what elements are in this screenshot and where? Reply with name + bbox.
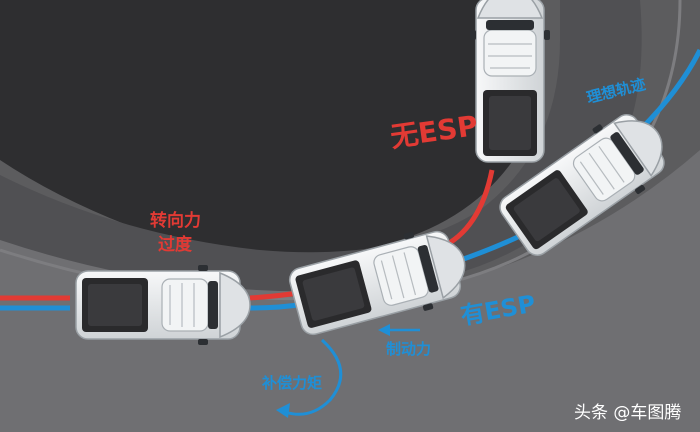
arrow-left-icon [378, 324, 420, 336]
understeer-label-line2: 过度 [158, 235, 192, 255]
blue-path-end [638, 48, 700, 132]
braking-force-label: 制动力 [386, 340, 432, 358]
road-band [0, 0, 642, 292]
pickup-truck-icon [469, 0, 551, 163]
compensating-torque-label: 补偿力矩 [262, 374, 323, 392]
inner-dark-area [0, 0, 540, 257]
understeer-label-line1: 转向力 [150, 211, 201, 231]
watermark: 头条 @车图腾 [574, 403, 682, 423]
curved-arrow-icon [276, 338, 343, 418]
pickup-truck-icon [75, 264, 251, 346]
